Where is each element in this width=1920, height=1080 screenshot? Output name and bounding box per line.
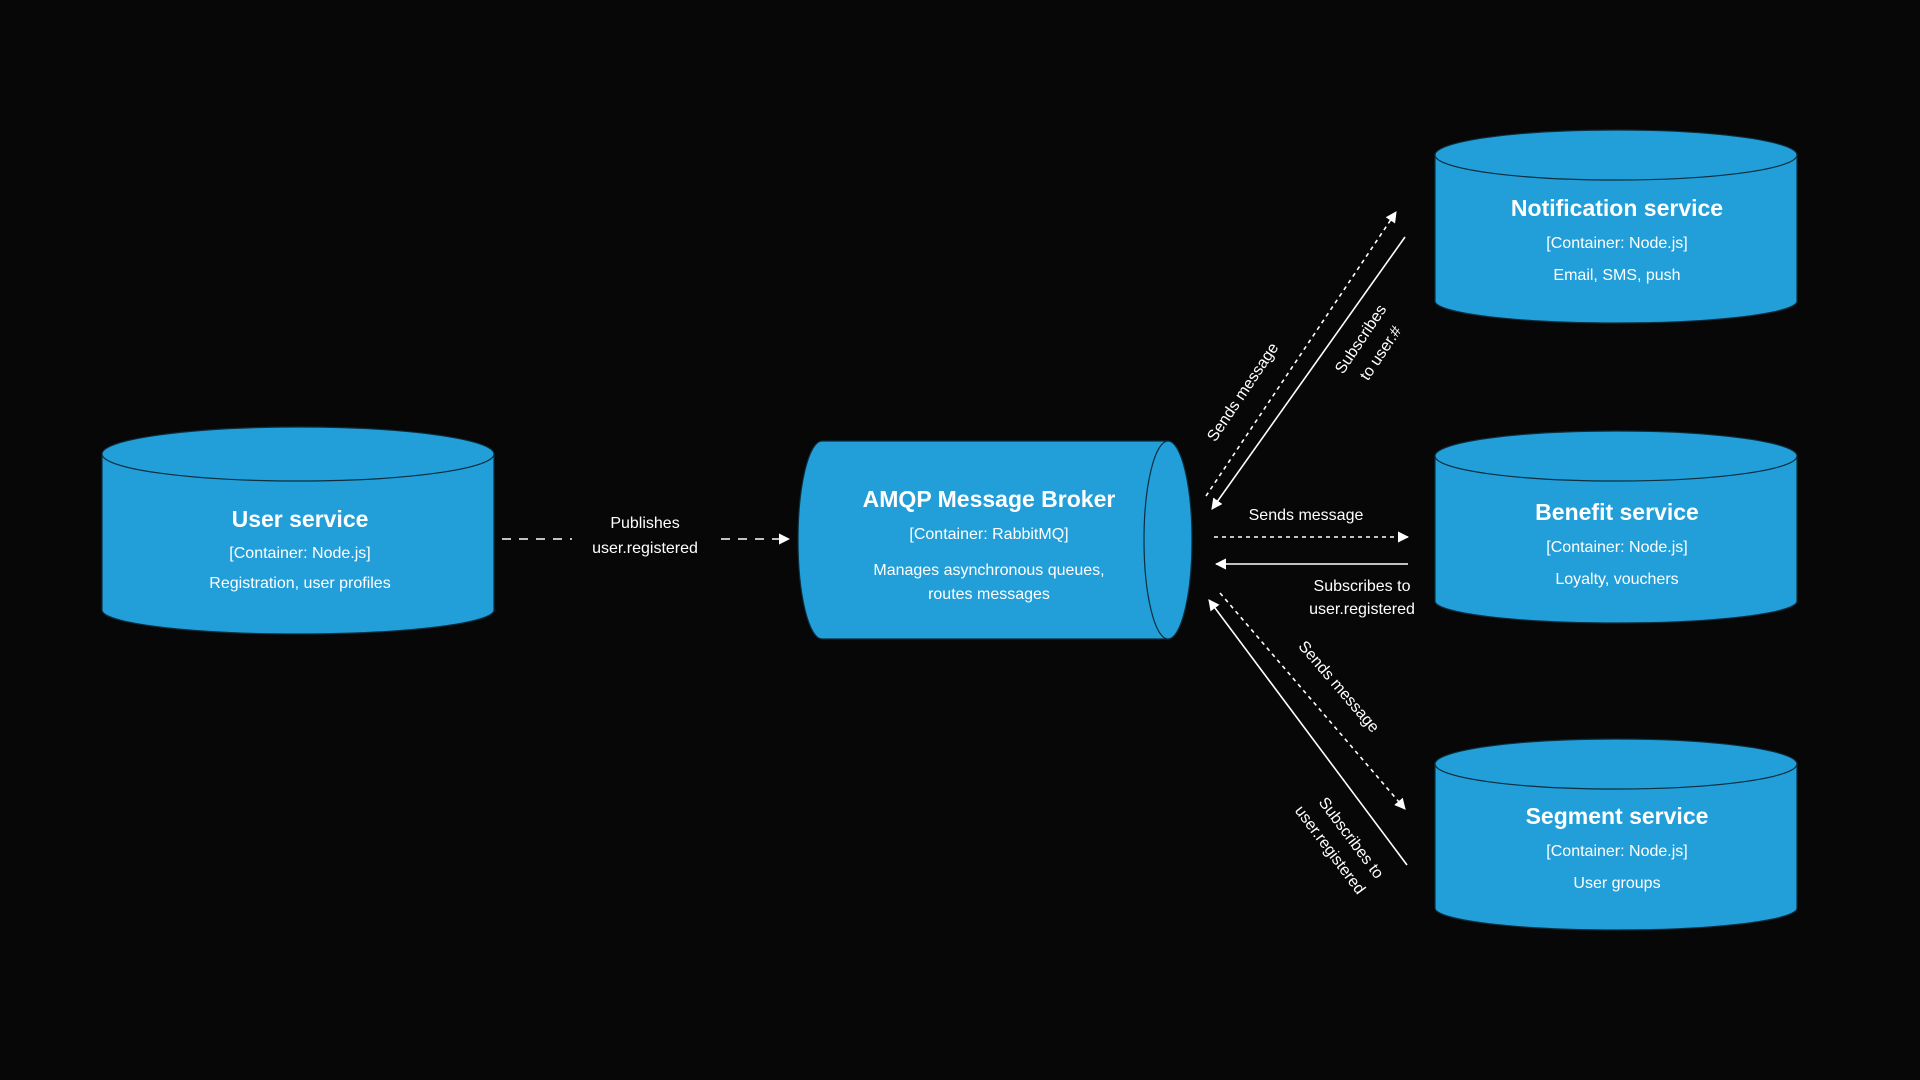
edge-broker-to-segment: Sends message xyxy=(1219,592,1406,810)
benefit-service-cylinder-top xyxy=(1434,430,1798,482)
edge-notification-to-broker-line xyxy=(1211,236,1406,510)
notification-service-title: Notification service xyxy=(1511,195,1723,221)
edge-broker-to-segment-label: Sends message xyxy=(1295,638,1383,736)
segment-service-description: User groups xyxy=(1573,875,1660,892)
edge-broker-to-benefit-label: Sends message xyxy=(1249,507,1364,524)
message-broker-node[interactable]: AMQP Message Broker [Container: RabbitMQ… xyxy=(797,440,1193,640)
user-service-node[interactable]: User service [Container: Node.js] Regist… xyxy=(101,426,495,635)
edge-user-to-broker-label-line2: user.registered xyxy=(592,540,698,557)
broker-cylinder-body xyxy=(797,440,1169,640)
notification-service-node[interactable]: Notification service [Container: Node.js… xyxy=(1434,129,1798,324)
segment-service-technology: [Container: Node.js] xyxy=(1546,843,1687,860)
benefit-service-technology: [Container: Node.js] xyxy=(1546,539,1687,556)
segment-service-title: Segment service xyxy=(1526,803,1709,829)
notification-service-cylinder-body xyxy=(1434,154,1798,324)
edge-user-to-broker: Publishes user.registered xyxy=(502,515,791,557)
broker-title: AMQP Message Broker xyxy=(863,486,1116,512)
broker-cylinder-end xyxy=(1143,440,1193,640)
edge-notification-to-broker: Subscribes to user.# xyxy=(1211,236,1406,510)
edge-broker-to-notification-label: Sends message xyxy=(1204,340,1282,445)
edge-broker-to-notification: Sends message xyxy=(1204,211,1397,497)
user-service-description: Registration, user profiles xyxy=(209,575,390,592)
broker-description-line1: Manages asynchronous queues, xyxy=(873,562,1104,579)
edge-segment-to-broker-line xyxy=(1208,599,1408,866)
user-service-technology: [Container: Node.js] xyxy=(229,545,370,562)
benefit-service-description: Loyalty, vouchers xyxy=(1555,571,1678,588)
segment-service-cylinder-top xyxy=(1434,738,1798,790)
user-service-cylinder-body xyxy=(101,453,495,635)
user-service-title: User service xyxy=(232,506,369,532)
edge-user-to-broker-label-line1: Publishes xyxy=(610,515,679,532)
edge-benefit-to-broker-label-line2: user.registered xyxy=(1309,601,1415,618)
segment-service-node[interactable]: Segment service [Container: Node.js] Use… xyxy=(1434,738,1798,931)
segment-service-cylinder-body xyxy=(1434,763,1798,931)
edge-broker-to-notification-line xyxy=(1205,211,1397,497)
edge-benefit-to-broker: Subscribes to user.registered xyxy=(1214,558,1415,618)
notification-service-technology: [Container: Node.js] xyxy=(1546,235,1687,252)
broker-technology: [Container: RabbitMQ] xyxy=(909,526,1068,543)
user-service-cylinder-top xyxy=(101,426,495,482)
edge-benefit-to-broker-label-line1: Subscribes to xyxy=(1314,578,1411,595)
notification-service-cylinder-top xyxy=(1434,129,1798,181)
edge-broker-to-segment-line xyxy=(1219,592,1406,810)
notification-service-description: Email, SMS, push xyxy=(1553,267,1680,284)
broker-description-line2: routes messages xyxy=(928,586,1050,603)
benefit-service-node[interactable]: Benefit service [Container: Node.js] Loy… xyxy=(1434,430,1798,624)
edge-broker-to-benefit: Sends message xyxy=(1214,507,1410,543)
benefit-service-cylinder-body xyxy=(1434,455,1798,624)
benefit-service-title: Benefit service xyxy=(1535,499,1699,525)
